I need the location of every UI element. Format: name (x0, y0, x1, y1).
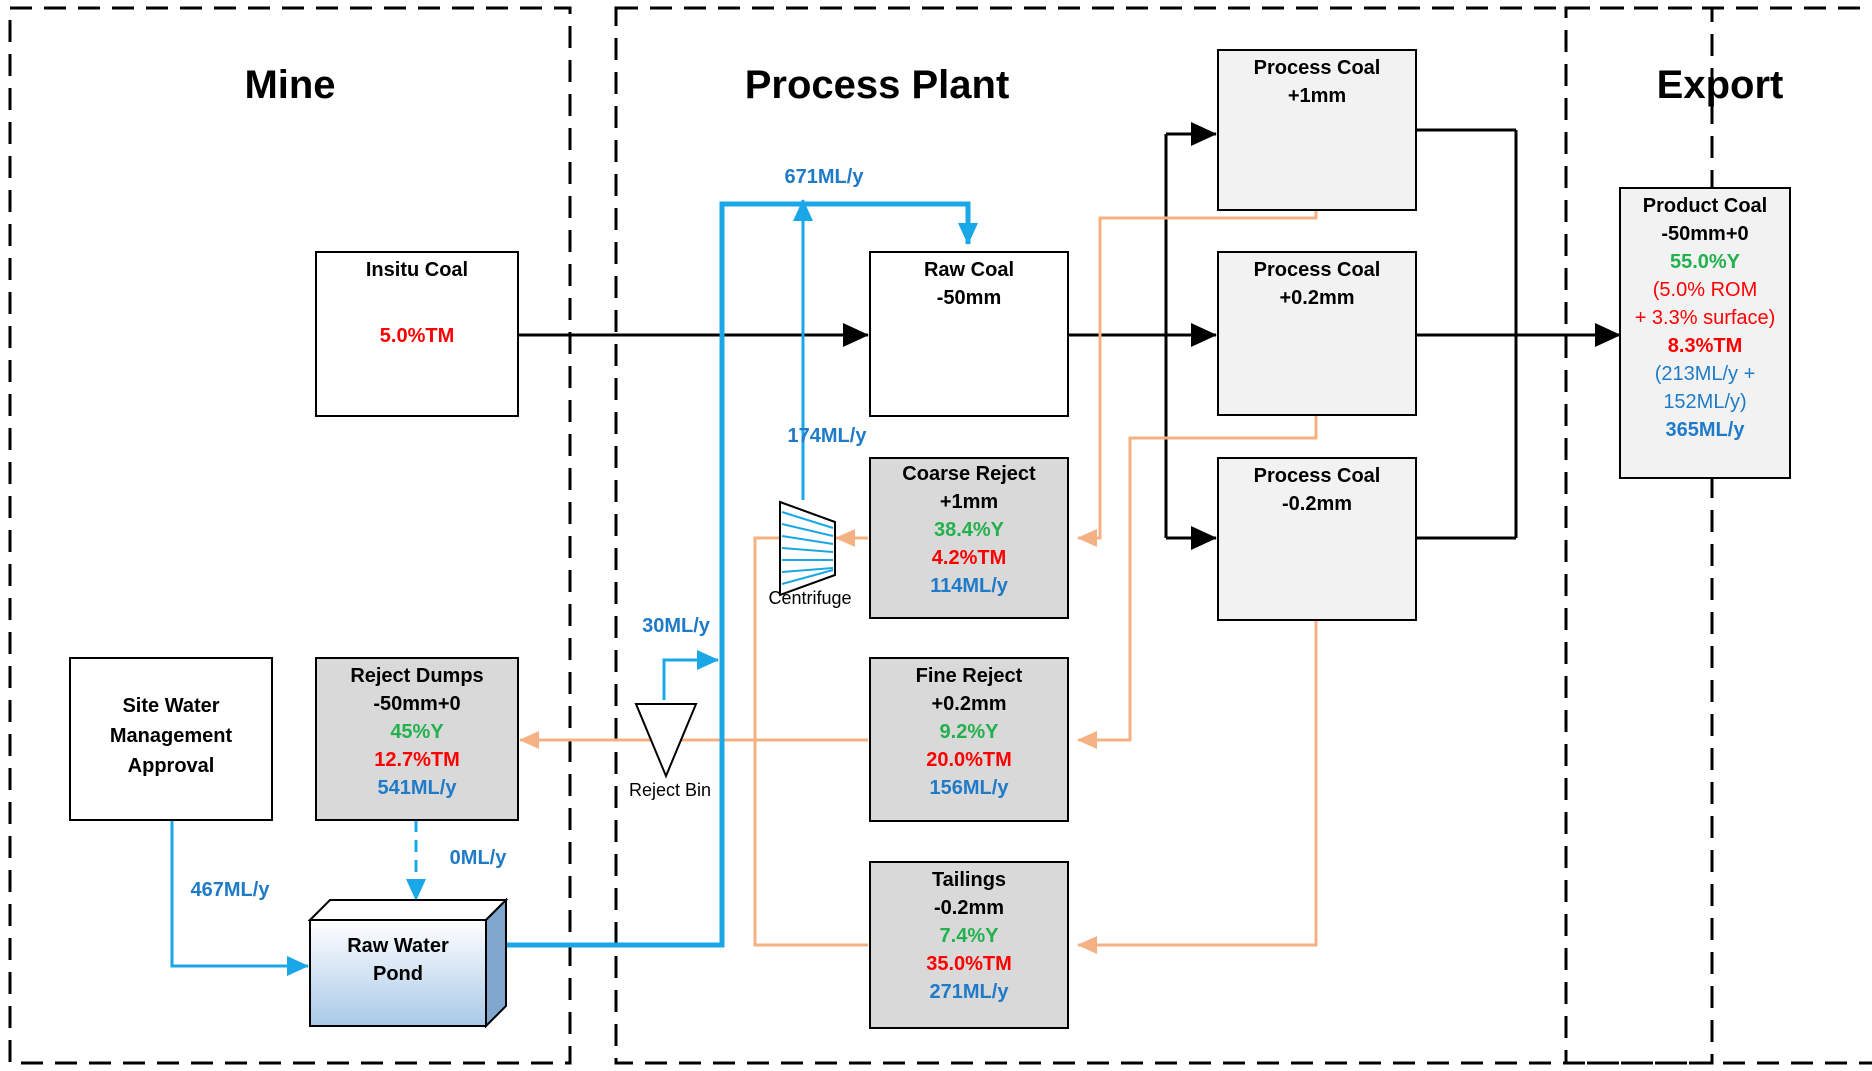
box-process-coal-1mm (1217, 49, 1417, 211)
dumps-size: -50mm+0 (373, 693, 460, 715)
insitu-title: Insitu Coal (366, 259, 468, 281)
flow-label-467: 467ML/y (191, 879, 271, 901)
flow-label-671: 671ML/y (785, 166, 865, 188)
box-product-coal (1619, 187, 1791, 479)
raw-coal-title: Raw Coal (924, 259, 1014, 281)
product-note1: (5.0% ROM (1653, 279, 1757, 301)
zone-title-export: Export (1657, 63, 1784, 107)
tailings-tm: 35.0%TM (926, 953, 1012, 975)
coarse-size: +1mm (940, 491, 998, 513)
reject-bin: Reject Bin (629, 703, 711, 800)
product-water2: 152ML/y) (1663, 391, 1746, 413)
zone-mine (8, 6, 572, 1065)
pond-line1: Raw Water (347, 935, 449, 957)
pc-1mm-title: Process Coal (1254, 57, 1381, 79)
pond-line2: Pond (373, 963, 423, 985)
centrifuge-label: Centrifuge (768, 588, 851, 608)
box-raw-coal (869, 251, 1069, 417)
box-fine-reject (869, 657, 1069, 822)
tailings-size: -0.2mm (934, 897, 1004, 919)
centrifuge: Centrifuge (768, 500, 852, 608)
flow-label-174: 174ML/y (788, 425, 868, 447)
box-reject-dumps (315, 657, 519, 821)
tailings-water: 271ML/y (930, 981, 1010, 1003)
coarse-tm: 4.2%TM (932, 547, 1006, 569)
pc-1mm-size: +1mm (1288, 85, 1346, 107)
product-water1: (213ML/y + (1655, 363, 1756, 385)
flow-label-0: 0ML/y (450, 847, 508, 869)
box-coarse-reject (869, 457, 1069, 619)
site-water-line2: Management (110, 725, 233, 747)
reject-bin-label: Reject Bin (629, 780, 711, 800)
fine-title: Fine Reject (916, 665, 1023, 687)
raw-coal-size: -50mm (937, 287, 1001, 309)
zone-process-plant (614, 6, 1714, 1065)
coarse-yield: 38.4%Y (934, 519, 1005, 541)
box-process-coal-m02mm (1217, 457, 1417, 621)
tailings-title: Tailings (932, 869, 1006, 891)
coarse-water: 114ML/y (930, 575, 1009, 597)
box-site-water-approval (69, 657, 273, 821)
dumps-water: 541ML/y (378, 777, 458, 799)
dumps-yield: 45%Y (390, 721, 444, 743)
box-insitu-coal (315, 251, 519, 417)
product-size: -50mm+0 (1661, 223, 1748, 245)
raw-water-pond: Raw Water Pond (307, 897, 509, 1029)
water-flow-671 (506, 201, 978, 948)
fine-size: +0.2mm (931, 693, 1006, 715)
flow-label-30: 30ML/y (642, 615, 711, 637)
pc-m02-title: Process Coal (1254, 465, 1381, 487)
product-note2: + 3.3% surface) (1635, 307, 1776, 329)
reject-flow-tailings-loop (753, 536, 868, 947)
fine-yield: 9.2%Y (940, 721, 1000, 743)
water-flow-30 (662, 650, 719, 700)
pc-02-size: +0.2mm (1279, 287, 1354, 309)
zone-title-process-plant: Process Plant (745, 63, 1010, 107)
fine-water: 156ML/y (930, 777, 1010, 799)
product-tm: 8.3%TM (1668, 335, 1742, 357)
box-process-coal-02mm (1217, 251, 1417, 416)
product-title: Product Coal (1643, 195, 1767, 217)
zone-export (1564, 6, 1872, 1065)
product-water-total: 365ML/y (1666, 419, 1746, 441)
tailings-yield: 7.4%Y (940, 925, 1000, 947)
box-tailings (869, 861, 1069, 1029)
product-yield: 55.0%Y (1670, 251, 1741, 273)
dumps-title: Reject Dumps (350, 665, 483, 687)
pc-02-title: Process Coal (1254, 259, 1381, 281)
site-water-line1: Site Water (122, 695, 219, 717)
zone-title-mine: Mine (244, 63, 335, 107)
reject-flow-fine (1077, 415, 1318, 749)
reject-flow-tailings (1077, 620, 1318, 954)
site-water-line3: Approval (128, 755, 215, 777)
pc-m02-size: -0.2mm (1282, 493, 1352, 515)
water-flow-467 (170, 820, 309, 976)
reject-flow-coarse (1077, 210, 1318, 547)
dumps-tm: 12.7%TM (374, 749, 460, 771)
coarse-title: Coarse Reject (902, 463, 1036, 485)
insitu-tm: 5.0%TM (380, 325, 454, 347)
fine-tm: 20.0%TM (926, 749, 1012, 771)
